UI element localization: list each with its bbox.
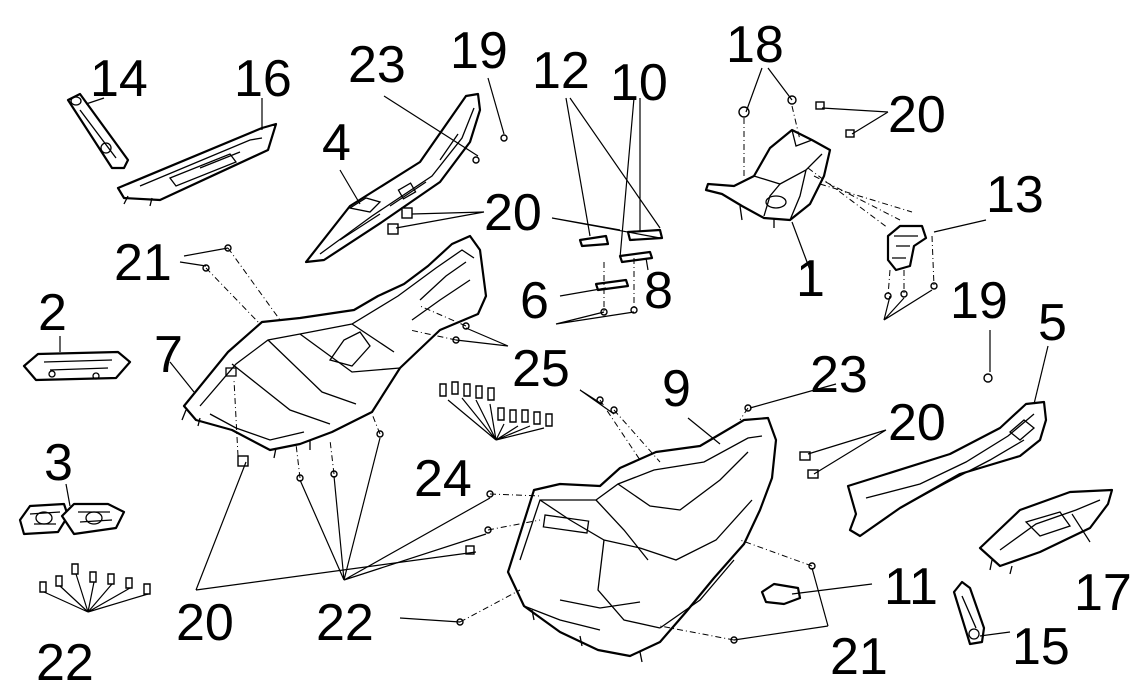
callout-12: 12 <box>532 42 590 100</box>
part-3-clip-assembly <box>18 502 126 536</box>
part-1-frame-bracket <box>704 128 832 228</box>
callout-19: 19 <box>450 22 508 80</box>
part-5-side-rail <box>846 400 1048 538</box>
callout-1: 1 <box>796 250 825 308</box>
callout-21: 21 <box>114 234 172 292</box>
callout-labels: 14 16 23 19 4 20 12 10 18 20 13 1 21 2 7… <box>36 16 1132 692</box>
callout-20-bottom: 20 <box>176 594 234 652</box>
callout-8: 8 <box>644 262 673 320</box>
callout-20-right: 20 <box>888 394 946 452</box>
callout-5: 5 <box>1038 294 1067 352</box>
callout-11: 11 <box>884 558 938 616</box>
part-11-plate <box>760 582 802 606</box>
part-2-cover <box>22 350 132 382</box>
part-4-side-rail <box>304 92 482 264</box>
leader-lines <box>43 67 1091 641</box>
callout-23: 23 <box>348 36 406 94</box>
callout-14: 14 <box>90 50 148 108</box>
callout-20: 20 <box>484 184 542 242</box>
callout-22-left: 22 <box>36 634 94 692</box>
callout-22-bottom: 22 <box>316 594 374 652</box>
callout-9: 9 <box>662 360 691 418</box>
part-14-bracket <box>66 92 130 170</box>
callout-13: 13 <box>986 166 1044 224</box>
part-13-bracket <box>886 224 928 272</box>
callout-16: 16 <box>234 50 292 108</box>
callout-19-right: 19 <box>950 272 1008 330</box>
assembly-lines <box>205 105 935 641</box>
part-17-cover <box>978 488 1114 575</box>
part-9-floor-panel <box>506 416 778 663</box>
callout-20-top-right: 20 <box>888 86 946 144</box>
callout-4: 4 <box>322 114 351 172</box>
callout-23-right: 23 <box>810 346 868 404</box>
callout-6: 6 <box>520 272 549 330</box>
part-16-cover <box>116 122 278 207</box>
callout-18: 18 <box>726 16 784 74</box>
callout-2: 2 <box>38 284 67 342</box>
callout-24: 24 <box>414 450 472 508</box>
callout-10: 10 <box>610 54 668 112</box>
part-24-bolt-group <box>439 381 553 427</box>
callout-25: 25 <box>512 340 570 398</box>
callout-7: 7 <box>154 326 183 384</box>
callout-17: 17 <box>1074 564 1132 622</box>
part-7-floor-panel <box>181 234 488 459</box>
part-22-bolt-group <box>39 563 151 595</box>
part-15-bracket <box>952 580 986 646</box>
callout-3: 3 <box>44 434 73 492</box>
callout-21-bottom: 21 <box>830 628 888 686</box>
callout-15: 15 <box>1012 618 1070 676</box>
